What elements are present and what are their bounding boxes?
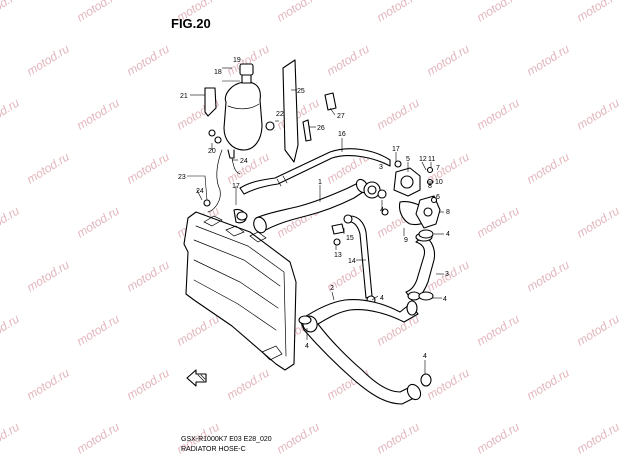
watermark-text: motod.ru xyxy=(524,149,572,186)
watermark-text: motod.ru xyxy=(524,41,572,78)
part-label: 18 xyxy=(214,69,222,76)
part-label: 5 xyxy=(406,156,410,163)
front-arrow-icon xyxy=(186,369,207,387)
watermark-text: motod.ru xyxy=(24,149,72,186)
watermark-text: motod.ru xyxy=(224,365,272,402)
watermark-text: motod.ru xyxy=(174,311,222,348)
watermark-text: motod.ru xyxy=(374,0,422,25)
part-label: 2 xyxy=(330,285,334,292)
part-label: 3 xyxy=(445,271,449,278)
part-label: 4 xyxy=(380,295,384,302)
watermark-text: motod.ru xyxy=(0,0,22,25)
part-label: 9 xyxy=(404,237,408,244)
part-label: 11 xyxy=(428,156,435,163)
watermark-text: motod.ru xyxy=(0,311,22,348)
watermark-text: motod.ru xyxy=(424,365,472,402)
watermark-text: motod.ru xyxy=(124,149,172,186)
watermark-text: motod.ru xyxy=(124,41,172,78)
part-label: 27 xyxy=(337,113,345,120)
watermark-text: motod.ru xyxy=(124,257,172,294)
part-label: 26 xyxy=(317,125,325,132)
watermark-text: motod.ru xyxy=(24,365,72,402)
part-label: 24 xyxy=(240,158,248,165)
part-label: 20 xyxy=(208,148,216,155)
part-label: 8 xyxy=(428,183,432,190)
watermark-text: motod.ru xyxy=(474,311,522,348)
footer-code: GSX-R1000K7 E03 E28_020 xyxy=(181,436,272,443)
watermark-text: motod.ru xyxy=(74,419,122,456)
reservoir-tank xyxy=(203,63,275,213)
part-label: 19 xyxy=(233,57,241,64)
watermark-text: motod.ru xyxy=(374,95,422,132)
figure-title: FIG.20 xyxy=(171,16,211,31)
part-label: 4 xyxy=(443,296,447,303)
watermark-text: motod.ru xyxy=(124,365,172,402)
watermark-text: motod.ru xyxy=(74,95,122,132)
watermark-text: motod.ru xyxy=(574,311,622,348)
watermark-text: motod.ru xyxy=(274,419,322,456)
watermark-text: motod.ru xyxy=(0,419,22,456)
overflow-hose xyxy=(239,148,391,195)
watermark-text: motod.ru xyxy=(0,95,22,132)
part-number-labels: 19 18 21 25 22 20 24 23 24 27 26 16 17 1… xyxy=(178,57,450,360)
part-label: 16 xyxy=(338,131,346,138)
watermark-text: motod.ru xyxy=(24,41,72,78)
part-label: 15 xyxy=(346,235,354,242)
watermark-text: motod.ru xyxy=(324,41,372,78)
radiator-core xyxy=(183,211,297,371)
watermark-text: motod.ru xyxy=(574,203,622,240)
watermark-text: motod.ru xyxy=(474,0,522,25)
leader-lines xyxy=(187,67,444,374)
thermostat-housing xyxy=(363,160,441,229)
part-label: 4 xyxy=(423,353,427,360)
upper-hose xyxy=(233,178,369,234)
part-label: 21 xyxy=(180,93,188,100)
watermark-text: motod.ru xyxy=(574,95,622,132)
part-label: 12 xyxy=(419,156,427,163)
watermark-text: motod.ru xyxy=(474,203,522,240)
part-label: 23 xyxy=(178,174,186,181)
watermark-text: motod.ru xyxy=(474,419,522,456)
part-label: 17 xyxy=(392,146,400,153)
watermark-text: motod.ru xyxy=(274,0,322,25)
watermark-text: motod.ru xyxy=(74,0,122,25)
watermark-text: motod.ru xyxy=(574,419,622,456)
watermark-text: motod.ru xyxy=(524,365,572,402)
footer-caption: RADIATOR HOSE-C xyxy=(181,446,246,453)
hose-clamps xyxy=(236,211,434,325)
part-label: 4 xyxy=(305,343,309,350)
part-label: 10 xyxy=(435,179,443,186)
part-label: 24 xyxy=(196,188,204,195)
part-label: 4 xyxy=(380,207,384,214)
part-label: 4 xyxy=(446,231,450,238)
part-label: 14 xyxy=(348,258,356,265)
watermark-text: motod.ru xyxy=(574,0,622,25)
part-label: 22 xyxy=(276,111,284,118)
watermark-text: motod.ru xyxy=(374,419,422,456)
watermark-text: motod.ru xyxy=(0,203,22,240)
part-label: 1 xyxy=(318,179,322,186)
watermark-text: motod.ru xyxy=(474,95,522,132)
part-label: 13 xyxy=(334,252,342,259)
part-label: 17 xyxy=(232,183,240,190)
part-label: 3 xyxy=(379,164,383,171)
part-label: 7 xyxy=(436,165,440,172)
watermark-text: motod.ru xyxy=(524,257,572,294)
bypass-hose xyxy=(331,214,376,305)
mount-bracket xyxy=(282,59,337,163)
watermark-text: motod.ru xyxy=(24,257,72,294)
part-label: 6 xyxy=(436,194,440,201)
watermark-text: motod.ru xyxy=(74,311,122,348)
lower-hose xyxy=(299,299,432,405)
watermark-text: motod.ru xyxy=(74,203,122,240)
part-label: 8 xyxy=(446,209,450,216)
part-label: 25 xyxy=(297,88,305,95)
watermark-text: motod.ru xyxy=(424,41,472,78)
